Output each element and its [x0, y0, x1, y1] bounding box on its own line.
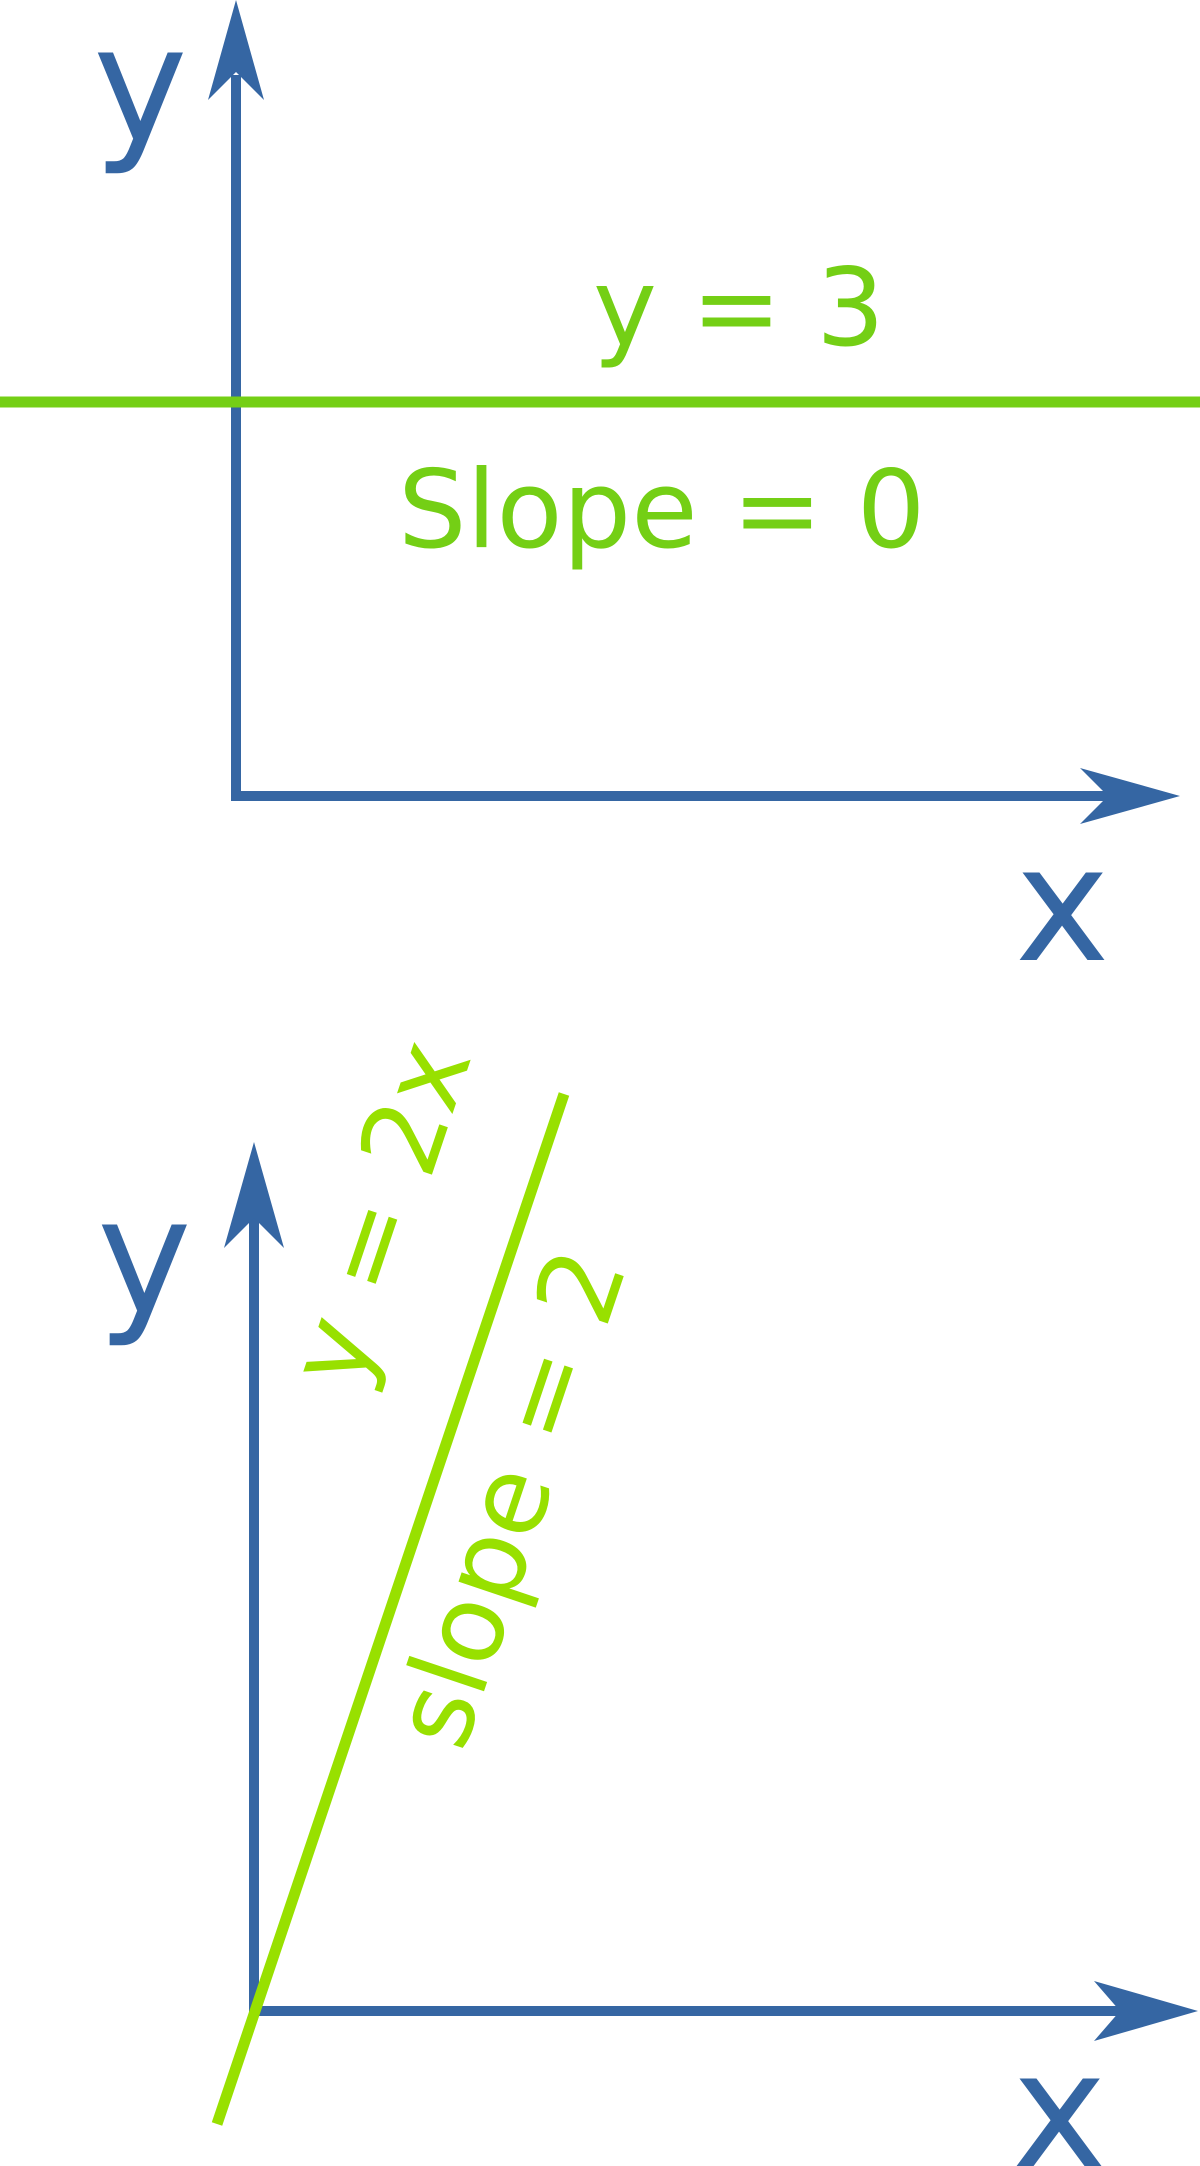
top-x-axis-label: x: [1015, 811, 1110, 998]
bottom-x-axis-arrowhead: [1094, 1981, 1198, 2041]
bottom-equation-label: y = 2x: [264, 1025, 496, 1402]
top-slope-label: Slope = 0: [398, 448, 926, 573]
top-graph: y x y = 3 Slope = 0: [0, 0, 1200, 998]
bottom-graph: y x y = 2x slope = 2: [97, 1025, 1198, 2166]
top-x-axis-arrowhead: [1080, 768, 1180, 824]
bottom-sloped-line: [211, 1092, 570, 2126]
bottom-y-axis-arrowhead: [224, 1142, 284, 1248]
top-y-axis-label: y: [93, 0, 188, 178]
bottom-x-axis-label: x: [1012, 2017, 1107, 2166]
top-y-axis-arrowhead: [208, 0, 264, 100]
bottom-y-axis-label: y: [97, 1163, 192, 1350]
top-equation-label: y = 3: [593, 246, 885, 371]
